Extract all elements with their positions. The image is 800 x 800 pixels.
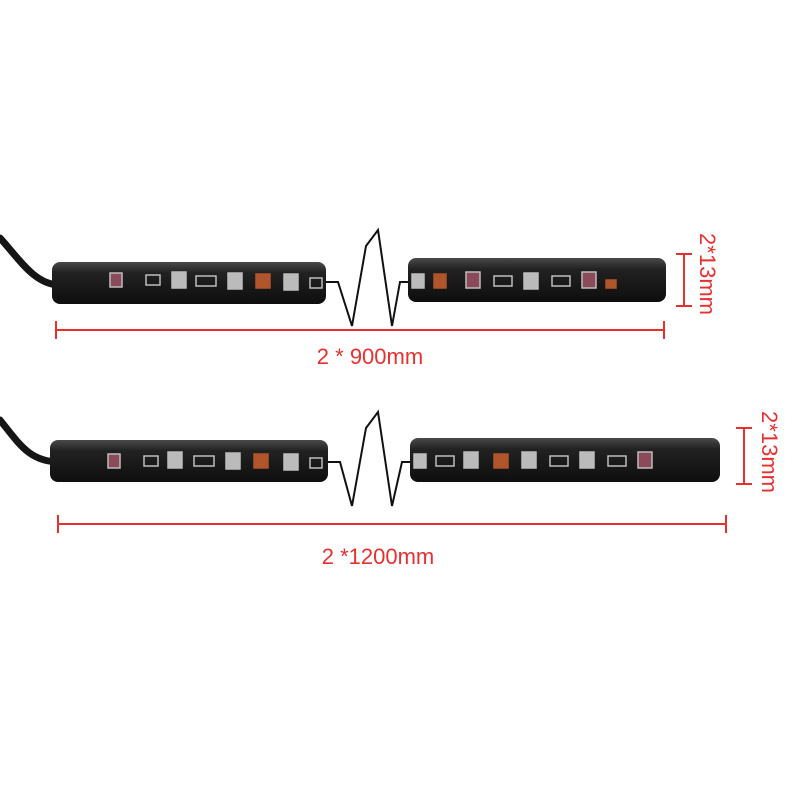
strip-left-segment xyxy=(50,440,328,482)
led-chip-icon xyxy=(521,451,537,469)
strip-right-segment xyxy=(410,438,720,482)
led-chip-icon xyxy=(309,277,323,289)
width-dimension xyxy=(736,427,752,485)
width-label: 2*13mm xyxy=(695,233,720,315)
strip-900mm: 2 * 900mm 2*13mm xyxy=(0,227,720,369)
length-dimension xyxy=(57,515,727,533)
led-chips-right xyxy=(413,451,653,469)
led-chip-icon xyxy=(109,272,123,288)
length-label: 2 * 900mm xyxy=(317,344,423,369)
resistor-icon xyxy=(253,453,269,469)
strip-1200mm: 2 *1200mm 2*13mm xyxy=(0,409,782,569)
led-chip-icon xyxy=(523,272,539,290)
led-chips-right xyxy=(411,271,617,290)
width-dimension xyxy=(676,253,692,307)
led-chips-left xyxy=(107,451,323,471)
led-chip-icon xyxy=(607,455,627,467)
led-chip-icon xyxy=(145,274,161,286)
led-chip-icon xyxy=(493,275,513,287)
length-label: 2 *1200mm xyxy=(322,544,435,569)
led-chip-icon xyxy=(107,453,121,469)
resistor-icon xyxy=(433,273,447,289)
break-zigzag-icon xyxy=(328,409,410,507)
led-chip-icon xyxy=(605,279,617,289)
resistor-icon xyxy=(255,273,271,289)
led-chip-icon xyxy=(465,271,481,289)
led-chip-icon xyxy=(463,451,479,469)
led-chip-icon xyxy=(167,451,183,469)
led-chip-icon xyxy=(225,452,241,470)
break-zigzag-icon xyxy=(326,227,408,327)
led-chip-icon xyxy=(581,271,597,289)
length-dimension xyxy=(55,321,665,339)
led-chip-icon xyxy=(579,451,595,469)
led-chip-icon xyxy=(637,451,653,469)
led-chip-icon xyxy=(193,455,215,467)
led-chip-icon xyxy=(171,271,187,289)
led-chip-icon xyxy=(411,273,425,289)
led-chip-icon xyxy=(549,455,569,467)
led-chip-icon xyxy=(413,453,427,469)
resistor-icon xyxy=(493,453,509,469)
width-label: 2*13mm xyxy=(757,411,782,493)
led-chips-left xyxy=(109,271,323,291)
led-chip-icon xyxy=(227,272,243,290)
power-cable-icon xyxy=(0,234,64,289)
led-chip-icon xyxy=(143,455,159,467)
led-chip-icon xyxy=(551,275,571,287)
led-chip-icon xyxy=(435,455,455,467)
led-chip-icon xyxy=(283,273,299,291)
led-chip-icon xyxy=(309,457,323,469)
led-chip-icon xyxy=(195,275,217,287)
led-chip-icon xyxy=(283,453,299,471)
